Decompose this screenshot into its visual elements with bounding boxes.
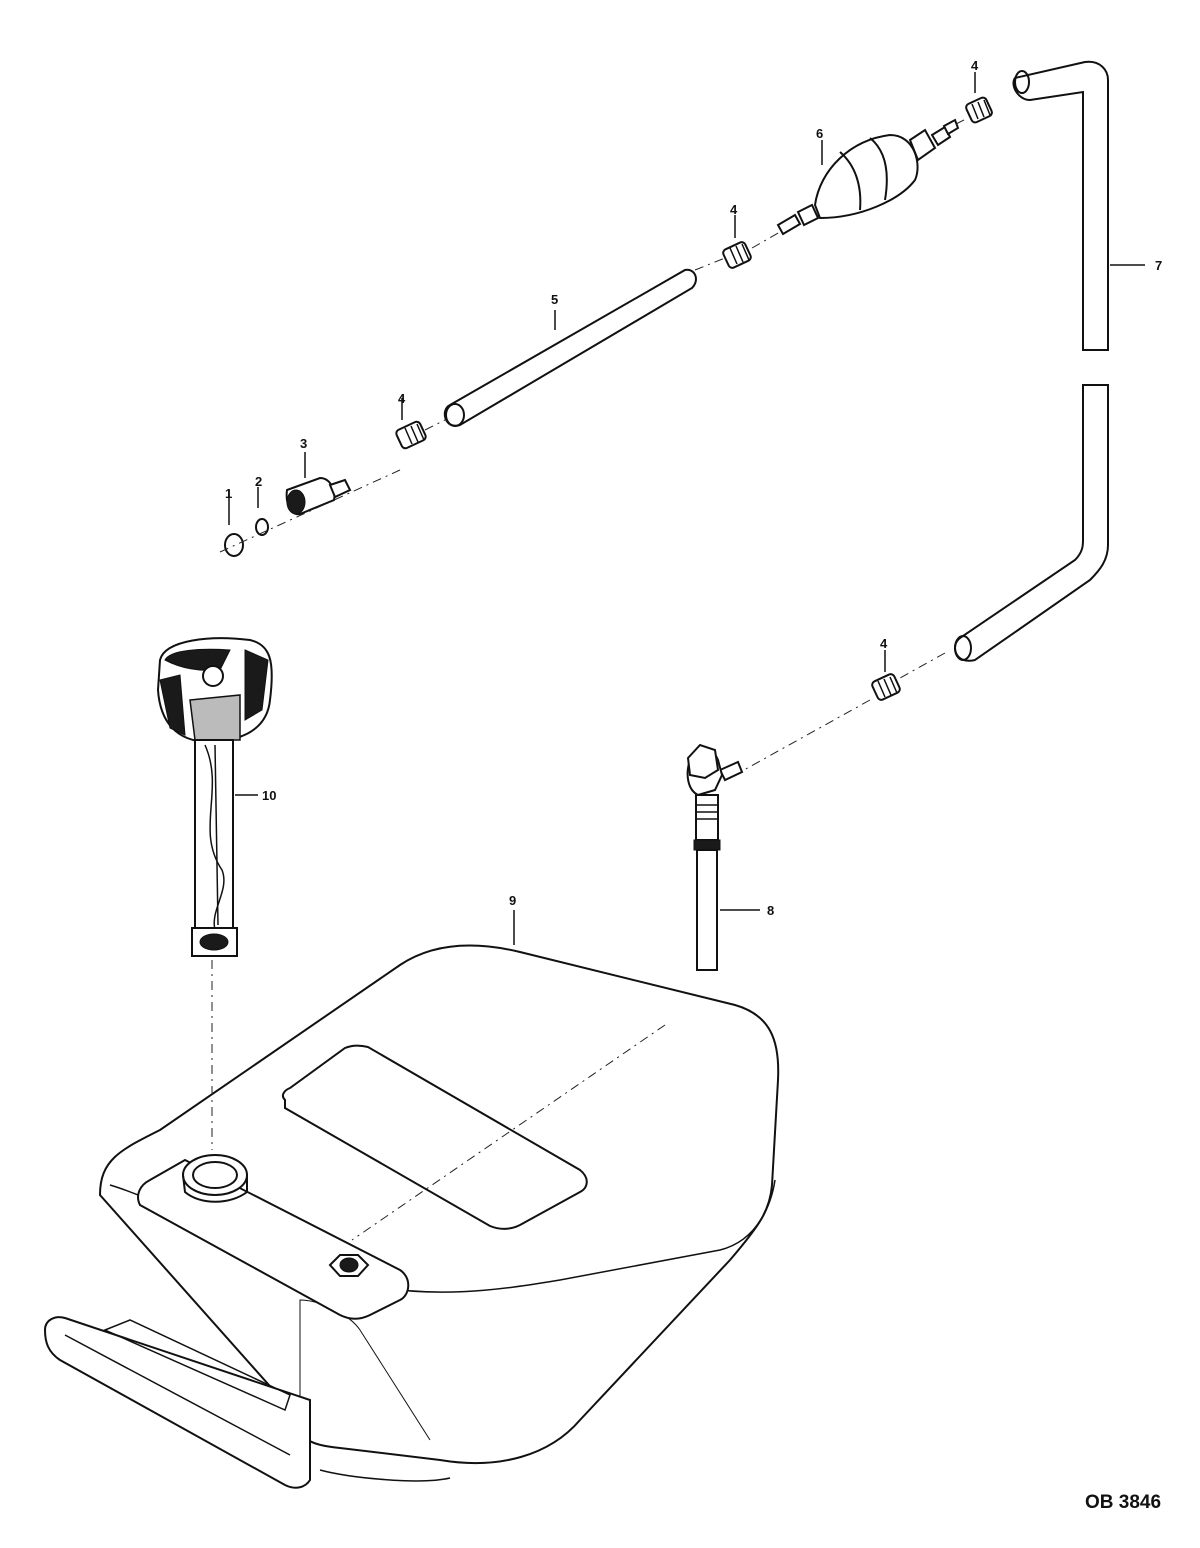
callout-4-c: 4 bbox=[971, 58, 979, 73]
connector-3 bbox=[285, 452, 352, 516]
callout-9: 9 bbox=[509, 893, 516, 908]
callout-3: 3 bbox=[300, 436, 307, 451]
primer-bulb-6 bbox=[776, 118, 960, 236]
o-ring-1 bbox=[224, 490, 244, 557]
clamp-4-c bbox=[965, 72, 993, 124]
figure-reference: OB 3846 bbox=[1085, 1492, 1161, 1513]
callout-7: 7 bbox=[1155, 258, 1162, 273]
clamp-4-d bbox=[871, 650, 901, 701]
clamp-4-b bbox=[722, 215, 752, 269]
callout-4-b: 4 bbox=[730, 202, 738, 217]
fuel-tank bbox=[43, 944, 780, 1489]
fuel-hose-5 bbox=[443, 268, 697, 427]
fuel-gauge bbox=[156, 637, 273, 1150]
callout-4-a: 4 bbox=[398, 391, 406, 406]
callout-5: 5 bbox=[551, 292, 558, 307]
clamp-4-a bbox=[395, 398, 427, 450]
callout-10: 10 bbox=[262, 788, 276, 803]
callout-labels: 1 2 3 4 5 4 6 4 7 4 10 8 9 OB 3846 bbox=[225, 58, 1162, 1513]
fuel-hose-7 bbox=[954, 60, 1145, 662]
callout-2: 2 bbox=[255, 474, 262, 489]
callout-1: 1 bbox=[225, 486, 232, 501]
callout-6: 6 bbox=[816, 126, 823, 141]
callout-8: 8 bbox=[767, 903, 774, 918]
pickup-tube-8 bbox=[686, 743, 760, 971]
washer-2 bbox=[255, 487, 269, 536]
callout-4-d: 4 bbox=[880, 636, 888, 651]
